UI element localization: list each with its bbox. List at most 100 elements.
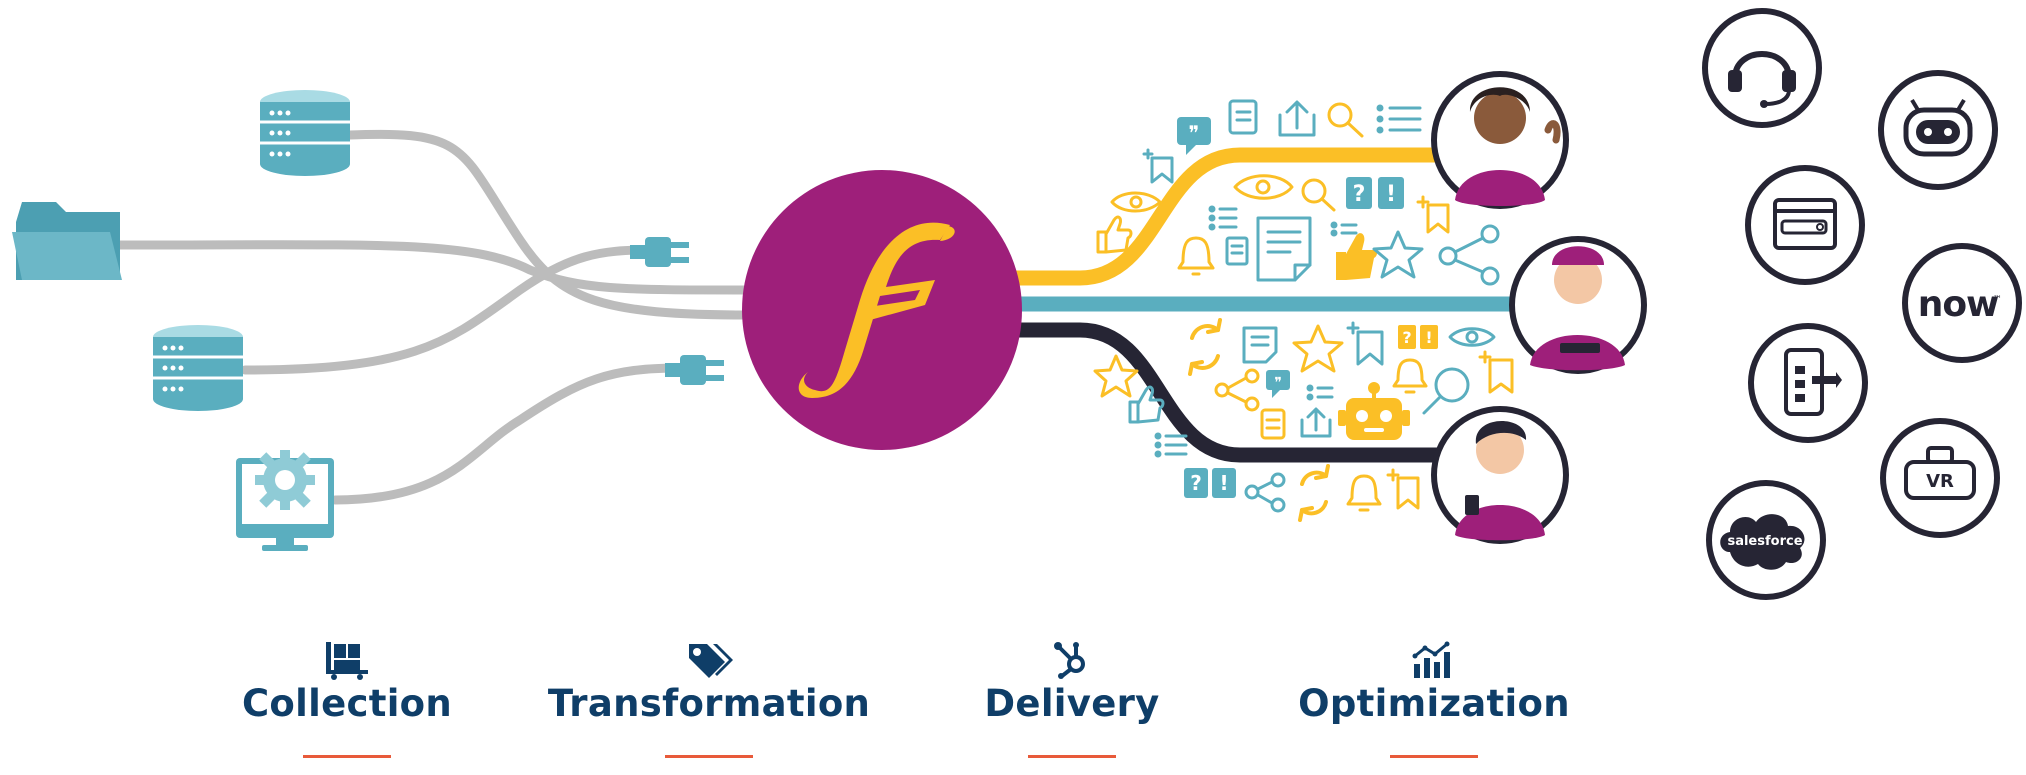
- database-icon: [260, 90, 350, 176]
- pallet-boxes-icon: [326, 642, 368, 680]
- step-underline: [303, 755, 391, 758]
- svg-text:!: !: [1219, 471, 1228, 495]
- database-icon: [153, 325, 243, 411]
- list-icon: [1330, 221, 1358, 237]
- thumbs-up-icon: [1336, 233, 1377, 280]
- svg-text:VR: VR: [1926, 471, 1954, 492]
- avatar: [1509, 236, 1647, 374]
- step-optimization: Optimization: [1254, 640, 1614, 758]
- plug-icon: [665, 355, 724, 385]
- svg-text:salesforce: salesforce: [1727, 534, 1802, 549]
- svg-text:now: now: [1918, 284, 1999, 325]
- svg-text:?: ?: [1402, 328, 1411, 347]
- question-exclamation-icon: ? !: [1184, 468, 1236, 498]
- search-icon: [1327, 102, 1364, 138]
- bell-icon: [1392, 358, 1428, 394]
- plug-icon: [630, 237, 689, 267]
- svg-text:?: ?: [1353, 182, 1366, 207]
- refresh-icon: [1188, 318, 1222, 376]
- svg-text:❞: ❞: [1189, 121, 1200, 145]
- bell-icon: [1177, 236, 1215, 276]
- analytics-chart-icon: [1412, 641, 1450, 678]
- svg-text:!: !: [1386, 182, 1396, 207]
- avatar: [1431, 406, 1569, 544]
- quote-bubble-icon: ❞: [1177, 117, 1211, 155]
- output-line-dark: [1002, 322, 1448, 463]
- star-icon: [1372, 230, 1424, 279]
- source-line-db-bottom: [240, 245, 655, 375]
- bookmark-icon: [1142, 148, 1174, 184]
- headset-icon: [1702, 8, 1822, 128]
- eye-icon: [1448, 327, 1496, 347]
- mobile-integration-icon: [1748, 323, 1868, 443]
- svg-text:!: !: [1425, 328, 1432, 347]
- browser-search-icon: [1745, 165, 1865, 285]
- step-collection: Collection: [167, 640, 527, 758]
- svg-text:™: ™: [1993, 295, 2002, 305]
- bookmark-icon: [1386, 468, 1420, 510]
- step-label: Collection: [241, 682, 453, 725]
- search-icon: [1422, 367, 1470, 415]
- source-line-db-top: [345, 129, 755, 320]
- eye-icon: [1110, 191, 1162, 213]
- vr-headset-icon: VR: [1880, 418, 2000, 538]
- svg-text:?: ?: [1190, 471, 1202, 495]
- diagram-canvas: ❞: [12, 8, 2022, 600]
- upload-icon: [1278, 100, 1316, 137]
- source-line-folder: [115, 240, 755, 295]
- share-icon: [1438, 224, 1500, 286]
- book-icon: [1228, 99, 1258, 135]
- document-icon: [1225, 236, 1249, 266]
- hubspot-icon: [1054, 642, 1085, 679]
- bookmark-icon: [1346, 321, 1384, 366]
- star-icon: [1292, 324, 1344, 373]
- question-exclamation-icon: ? !: [1398, 325, 1438, 349]
- step-label: Optimization: [1298, 682, 1570, 725]
- avatar: [1431, 71, 1569, 209]
- book-icon: [1260, 408, 1286, 440]
- search-icon: [1301, 178, 1336, 212]
- list-icon: [1154, 432, 1188, 458]
- question-exclamation-icon: ? !: [1346, 177, 1404, 209]
- upload-icon: [1300, 407, 1332, 438]
- brand-logo: [742, 170, 1022, 450]
- step-underline: [665, 755, 753, 758]
- bookmark-icon: [1478, 350, 1514, 394]
- source-line-settings: [330, 363, 685, 505]
- thumbs-up-icon: [1096, 215, 1133, 254]
- share-icon: [1244, 472, 1286, 513]
- step-delivery: Delivery: [892, 640, 1252, 758]
- quote-bubble-icon: ❞: [1266, 370, 1290, 398]
- step-label: Delivery: [984, 682, 1160, 725]
- process-steps: Collection Transformation Delivery: [0, 640, 2026, 775]
- list-icon: [1208, 205, 1238, 231]
- folder-icon: [12, 202, 122, 280]
- star-icon: [1093, 354, 1139, 398]
- content-icon-cluster: ❞: [1093, 99, 1514, 522]
- robot-icon: [1338, 382, 1410, 440]
- thumbs-up-icon: [1128, 385, 1165, 424]
- share-icon: [1214, 368, 1260, 412]
- output-line-yellow: [1002, 147, 1448, 286]
- servicenow-icon: now ™: [1902, 243, 2022, 363]
- step-underline: [1028, 755, 1116, 758]
- step-underline: [1390, 755, 1478, 758]
- bookmark-icon: [1416, 195, 1450, 234]
- step-transformation: Transformation: [529, 640, 889, 758]
- output-lines: [1002, 147, 1518, 463]
- logo-letter-f: [798, 222, 950, 398]
- list-icon: [1376, 104, 1422, 134]
- tags-icon: [689, 644, 733, 678]
- list-icon: [1306, 384, 1334, 401]
- settings-monitor-icon: [236, 450, 334, 551]
- bell-icon: [1346, 474, 1382, 512]
- document-icon: [1242, 326, 1278, 364]
- source-lines: [115, 129, 755, 505]
- salesforce-cloud-icon: salesforce: [1706, 480, 1826, 600]
- svg-text:❞: ❞: [1274, 375, 1282, 391]
- refresh-icon: [1298, 464, 1330, 522]
- robot-icon: [1878, 70, 1998, 190]
- eye-icon: [1233, 174, 1294, 200]
- document-icon: [1256, 216, 1312, 282]
